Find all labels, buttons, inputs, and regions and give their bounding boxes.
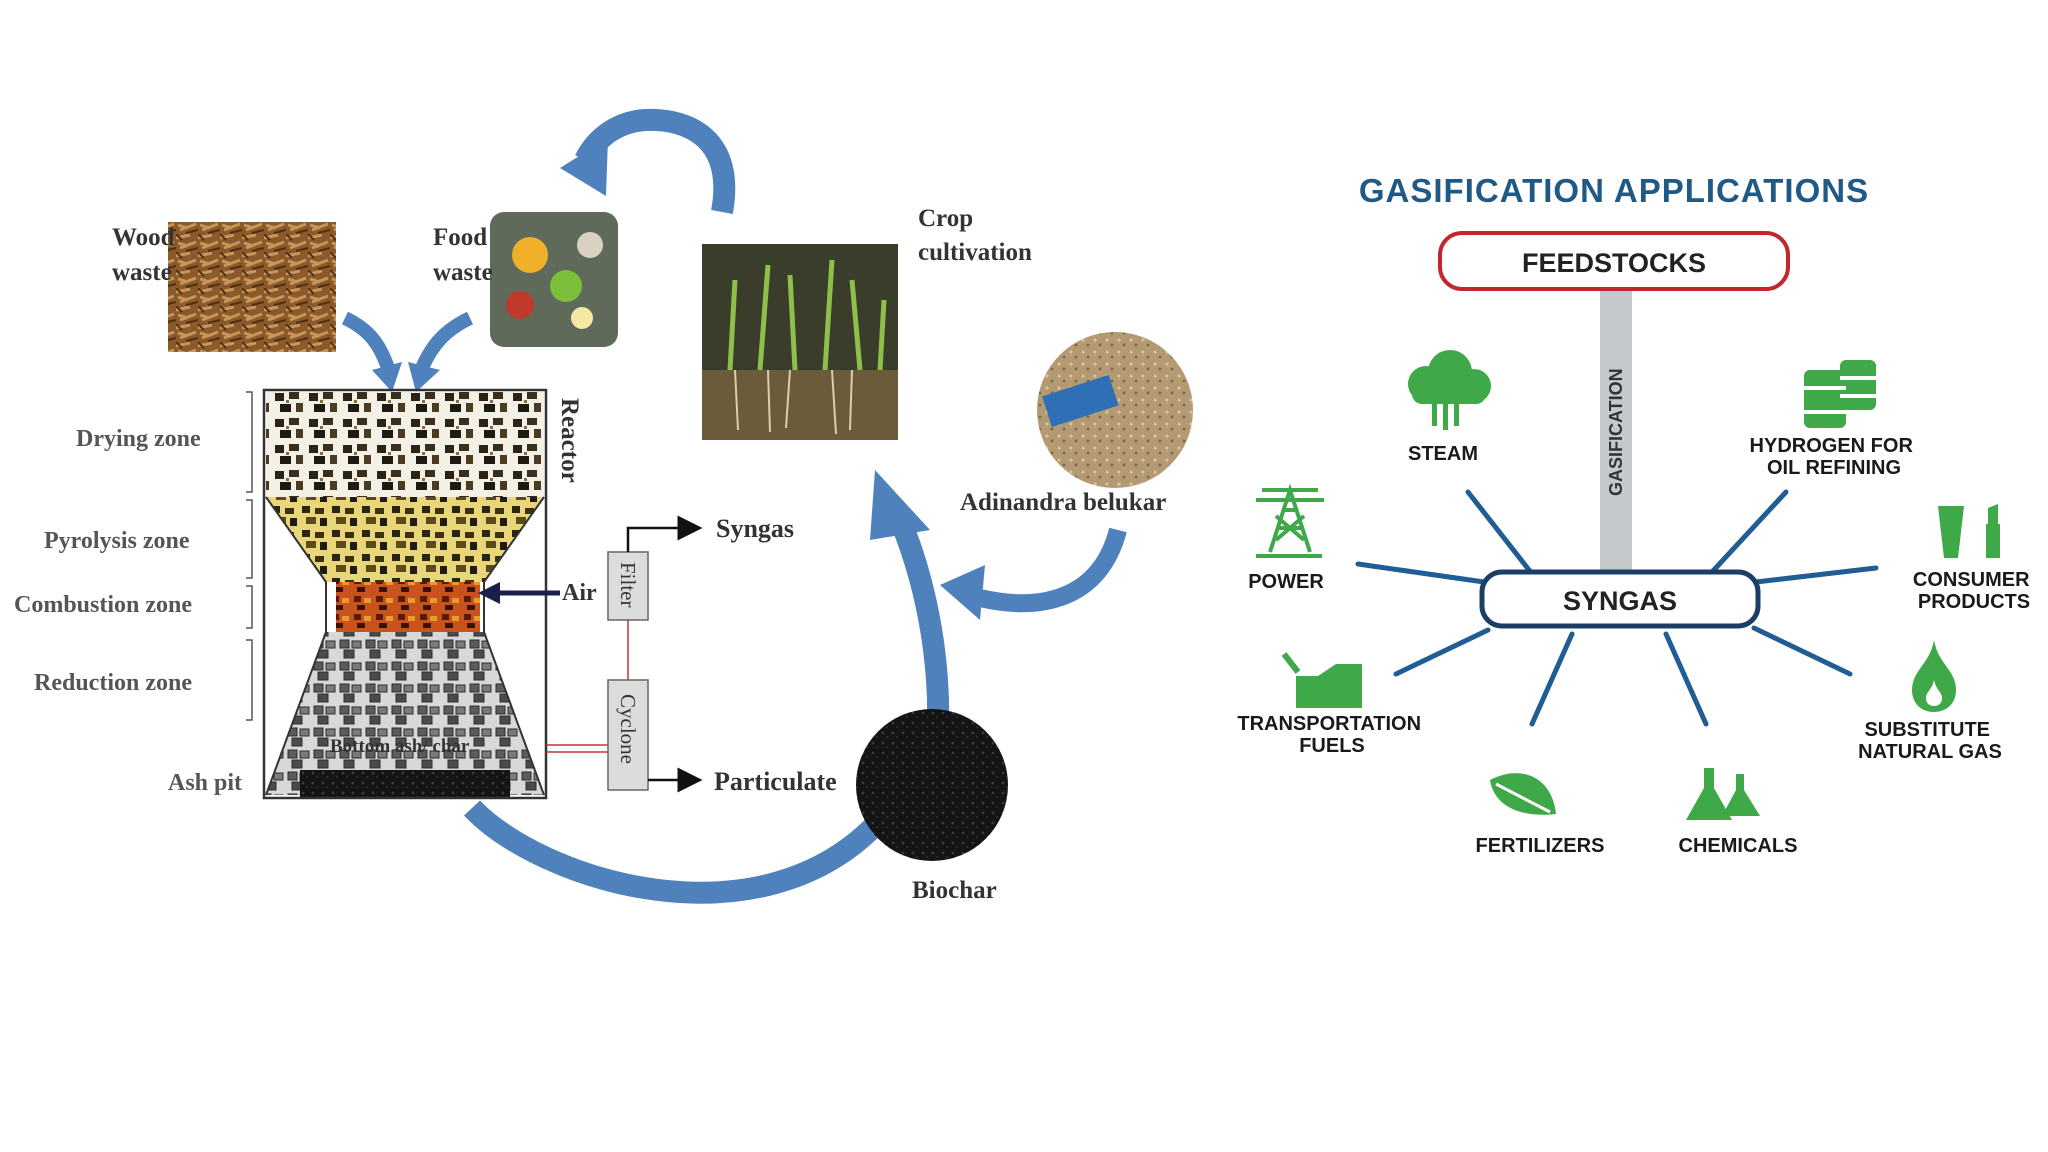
wood-input-arrow xyxy=(341,311,395,371)
food-waste-photo xyxy=(490,212,618,347)
consumer-label: CONSUMER PRODUCTS xyxy=(1913,569,2035,613)
combustion-zone-label: Combustion zone xyxy=(14,592,192,618)
syngas-line xyxy=(626,515,703,552)
cycle-arrow-bottom xyxy=(464,800,889,904)
reactor-reduction-fill xyxy=(266,632,544,795)
filter-box xyxy=(607,551,649,621)
flame-drop-icon xyxy=(1912,640,1956,712)
biochar-photo xyxy=(856,709,1008,861)
leaf-icon xyxy=(1490,773,1556,815)
air-label: Air xyxy=(562,580,597,606)
fertilizers-label: FERTILIZERS xyxy=(1476,835,1605,857)
drying-zone-label: Drying zone xyxy=(76,426,201,452)
cycle-arrow-right-head xyxy=(870,470,930,540)
syngas-node-label: SYNGAS xyxy=(1563,586,1677,616)
syngas-spokes xyxy=(1355,489,1879,727)
reactor-to-cyclone-line xyxy=(546,744,608,753)
steam-cloud-icon xyxy=(1408,350,1491,430)
food-waste-label: Food waste xyxy=(433,224,493,286)
cyclone-label: Cyclone xyxy=(616,694,640,764)
oil-barrels-icon xyxy=(1804,360,1876,428)
reactor-pyrolysis-fill xyxy=(266,497,544,582)
cyclone-box xyxy=(607,679,649,791)
filter-label: Filter xyxy=(616,562,640,608)
biomass-cycle-diagram: Wood waste Food waste Crop xyxy=(14,108,1193,904)
cycle-arrow-top-head xyxy=(560,138,608,196)
air-arrow-head xyxy=(478,582,500,604)
crop-cultivation-photo xyxy=(702,244,898,440)
syngas-label: Syngas xyxy=(716,514,794,543)
chemicals-label: CHEMICALS xyxy=(1679,835,1798,857)
feedstocks-box xyxy=(1438,231,1790,291)
adinandra-label: Adinandra belukar xyxy=(960,489,1166,516)
pyrolysis-zone-label: Pyrolysis zone xyxy=(44,528,190,554)
reactor-drying-fill xyxy=(266,392,544,497)
hydrogen-label: HYDROGEN FOR OIL REFINING xyxy=(1750,435,1919,479)
cycle-arrow-adinandra-head xyxy=(940,565,985,620)
power-label: POWER xyxy=(1248,571,1324,593)
steam-label: STEAM xyxy=(1408,443,1478,465)
fuel-can-icon xyxy=(1281,652,1362,708)
ash-pit-label: Ash pit xyxy=(168,770,242,796)
cycle-arrow-top xyxy=(575,108,736,214)
power-tower-icon xyxy=(1256,483,1324,558)
particulate-label: Particulate xyxy=(714,767,837,796)
wood-waste-photo xyxy=(168,222,336,352)
zone-brackets xyxy=(246,391,253,721)
cycle-arrow-adinandra xyxy=(977,527,1127,613)
reactor-ashpit-fill xyxy=(300,770,510,798)
food-input-arrow xyxy=(415,311,474,371)
biochar-label: Biochar xyxy=(912,877,997,904)
reactor-combustion-fill xyxy=(336,582,480,632)
bottom-ash-label: Bottom ash/ char xyxy=(330,736,470,757)
gasification-applications-diagram: GASIFICATION APPLICATIONS GASIFICATION F… xyxy=(1237,172,2035,857)
transport-label: TRANSPORTATION FUELS xyxy=(1237,713,1426,757)
wood-input-arrow-head xyxy=(372,362,402,392)
gasification-label: GASIFICATION xyxy=(1606,368,1626,496)
reduction-zone-label: Reduction zone xyxy=(34,670,192,696)
gasification-bar xyxy=(1600,286,1632,572)
food-input-arrow-head xyxy=(408,362,440,392)
applications-title: GASIFICATION APPLICATIONS xyxy=(1359,172,1869,209)
syngas-node xyxy=(1479,569,1761,629)
wood-waste-label: Wood waste xyxy=(112,224,181,286)
reactor-label: Reactor xyxy=(556,398,583,483)
crop-cultivation-label: Crop cultivation xyxy=(918,205,1032,266)
reactor: Bottom ash/ char xyxy=(262,388,548,800)
reactor-throat-outline xyxy=(265,496,545,796)
sng-label: SUBSTITUTE NATURAL GAS xyxy=(1858,719,2002,763)
flasks-icon xyxy=(1686,768,1760,820)
lipstick-tube-icon xyxy=(1938,504,2000,558)
adinandra-photo xyxy=(1037,332,1193,488)
feedstocks-label: FEEDSTOCKS xyxy=(1522,248,1706,278)
